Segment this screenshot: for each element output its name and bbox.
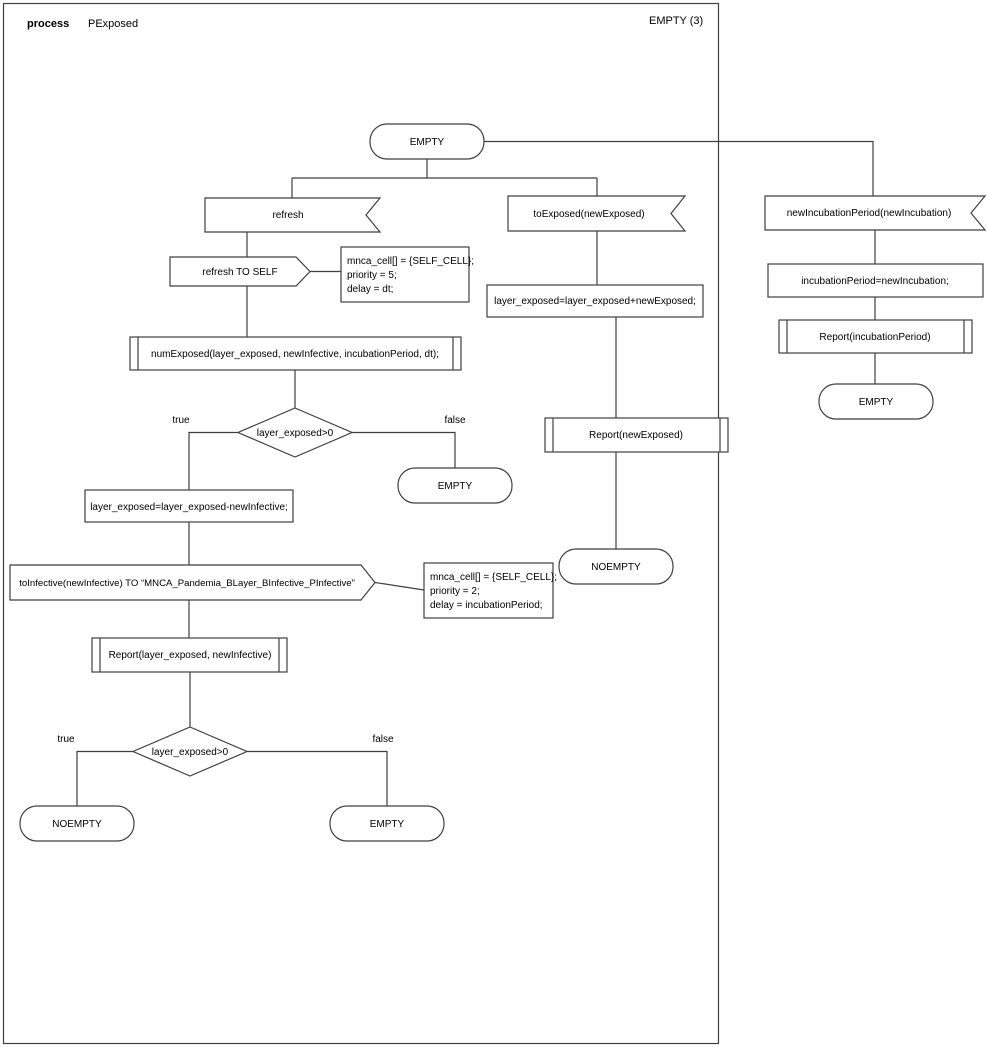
comment-box-to-infective [423, 562, 554, 619]
procedure-report-incubation [778, 319, 973, 354]
state-noempty-exposed [558, 548, 674, 585]
state-empty-final [329, 805, 445, 842]
state-empty-final-label: EMPTY [370, 819, 405, 830]
task-add-exposed-label: layer_exposed=layer_exposed+newExposed; [494, 296, 696, 307]
state-start-label: EMPTY [410, 137, 445, 148]
state-empty-incubation [818, 383, 934, 420]
input-signal-refresh [204, 197, 382, 233]
connector-exposed-chain [596, 231, 617, 549]
connector-refresh-chain [246, 232, 296, 408]
frame-state-summary: EMPTY (3) [649, 15, 703, 27]
decision-1 [236, 407, 354, 458]
process-frame [2, 2, 720, 1045]
output-to-infective-label: toInfective(newInfective) TO “MNCA_Pande… [19, 578, 355, 589]
decision-2-true-label: true [57, 734, 75, 745]
comment-refresh-line2: priority = 5; [347, 270, 397, 281]
task-subtract-label: layer_exposed=layer_exposed-newInfective… [90, 502, 288, 513]
output-signal-to-infective [9, 564, 376, 601]
decision-1-false-label: false [444, 415, 466, 426]
procedure-report-incubation-label: Report(incubationPeriod) [819, 332, 930, 343]
procedure-box [544, 417, 729, 453]
connector-start-split [291, 159, 598, 198]
input-new-incubation-label: newIncubationPeriod(newIncubation) [787, 208, 952, 219]
input-to-exposed-label: toExposed(newExposed) [533, 209, 644, 220]
state-noempty-exposed-label: NOEMPTY [591, 562, 641, 573]
frame-kind-label: process [27, 18, 69, 30]
procedure-report-layer [91, 637, 288, 673]
state-empty-incubation-label: EMPTY [859, 397, 894, 408]
task-set-incubation [767, 263, 984, 298]
comment-infective-line1: mnca_cell[] = {SELF_CELL}; [430, 572, 557, 583]
procedure-num-exposed-label: numExposed(layer_exposed, newInfective, … [151, 349, 439, 360]
decision-2-label: layer_exposed>0 [152, 747, 229, 758]
output-refresh-self-label: refresh TO SELF [202, 267, 277, 278]
input-refresh-label: refresh [272, 210, 303, 221]
state-noempty-final-label: NOEMPTY [52, 819, 102, 830]
task-subtract-infective [84, 489, 294, 523]
procedure-report-new-exposed-label: Report(newExposed) [589, 430, 683, 441]
output-signal-refresh-to-self [169, 256, 311, 287]
connector-comment-links [310, 270, 425, 591]
state-empty-d1-label: EMPTY [438, 481, 473, 492]
task-add-exposed [486, 284, 704, 318]
decision-2 [131, 726, 249, 777]
procedure-side-bars [552, 418, 721, 452]
procedure-side-bars [786, 320, 965, 353]
procedure-box [91, 637, 288, 673]
comment-box-refresh [340, 246, 470, 303]
decision-1-label: layer_exposed>0 [257, 428, 334, 439]
input-signal-to-exposed [507, 195, 687, 232]
task-set-incubation-label: incubationPeriod=newIncubation; [801, 276, 949, 287]
procedure-side-bars [137, 337, 454, 370]
decision-2-false-label: false [372, 734, 394, 745]
connector-decision1-branches [188, 431, 456, 490]
procedure-num-exposed [129, 336, 462, 371]
procedure-report-layer-label: Report(layer_exposed, newInfective) [109, 650, 272, 661]
connector-decision2-branches [76, 750, 388, 806]
state-noempty-final [19, 805, 135, 842]
state-empty-after-decision1 [397, 467, 513, 504]
comment-refresh-line1: mnca_cell[] = {SELF_CELL}; [347, 256, 474, 267]
process-name: PExposed [88, 18, 138, 30]
connector-start-to-incubation [484, 140, 874, 196]
procedure-box [778, 319, 973, 354]
input-signal-new-incubation [764, 195, 987, 231]
flow-connectors [76, 140, 876, 806]
comment-infective-line2: priority = 2; [430, 586, 480, 597]
procedure-report-new-exposed [544, 417, 729, 453]
state-start [369, 123, 485, 160]
procedure-box [129, 336, 462, 371]
connector-infective-chain [188, 522, 191, 727]
comment-refresh-line3: delay = dt; [347, 284, 393, 295]
comment-infective-line3: delay = incubationPeriod; [430, 600, 543, 611]
decision-1-true-label: true [172, 415, 190, 426]
procedure-side-bars [99, 638, 280, 672]
